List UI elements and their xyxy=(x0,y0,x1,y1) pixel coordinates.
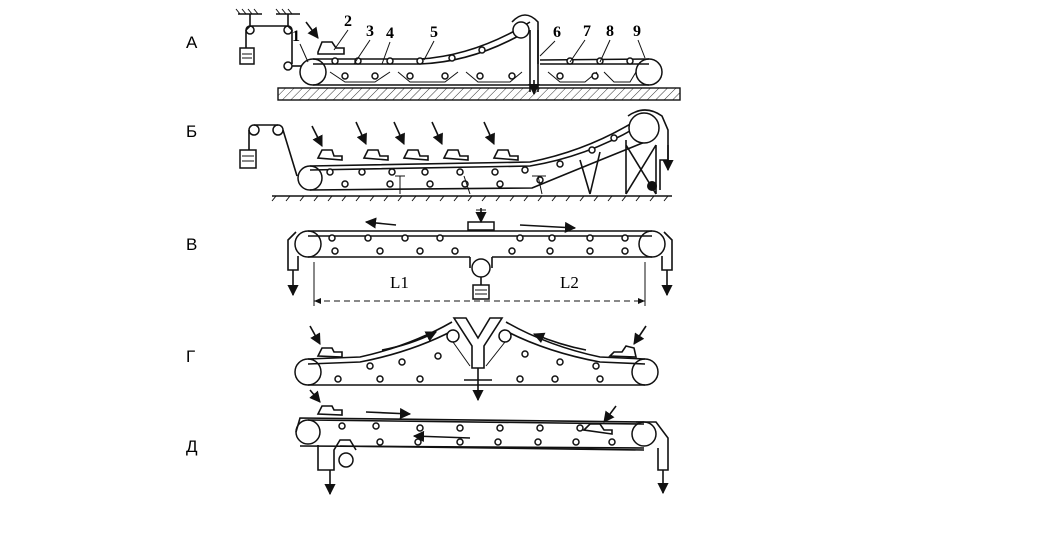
row-label-a: А xyxy=(186,33,198,52)
callout-2: 2 xyxy=(344,13,352,30)
callout-7: 7 xyxy=(583,23,591,40)
dimension-l2: L2 xyxy=(560,273,579,292)
row-label-b: Б xyxy=(186,122,197,141)
scheme-b xyxy=(239,109,674,202)
scheme-g xyxy=(294,317,659,402)
row-label-v: В xyxy=(186,235,197,254)
tail-pulley-a xyxy=(635,58,663,86)
scheme-a: 1 2 3 4 5 6 7 8 9 xyxy=(235,8,681,101)
counterweight-b xyxy=(239,149,257,169)
scheme-v: L1 L2 xyxy=(287,208,673,306)
counterweight-v xyxy=(472,284,490,300)
counterweight-a xyxy=(239,47,255,65)
idlers-a xyxy=(331,46,634,80)
row-label-d: Д xyxy=(186,437,198,456)
row-label-g: Г xyxy=(186,347,195,366)
callout-9: 9 xyxy=(633,23,641,40)
callout-3: 3 xyxy=(366,23,374,40)
drive-pulley-a xyxy=(299,58,327,86)
callout-4: 4 xyxy=(386,25,394,42)
callout-5: 5 xyxy=(430,24,438,41)
scheme-d xyxy=(295,389,669,496)
loading-points-b xyxy=(311,121,519,161)
callout-6: 6 xyxy=(553,24,561,41)
callout-1: 1 xyxy=(292,28,300,45)
callout-8: 8 xyxy=(606,23,614,40)
dimension-l1: L1 xyxy=(390,273,409,292)
